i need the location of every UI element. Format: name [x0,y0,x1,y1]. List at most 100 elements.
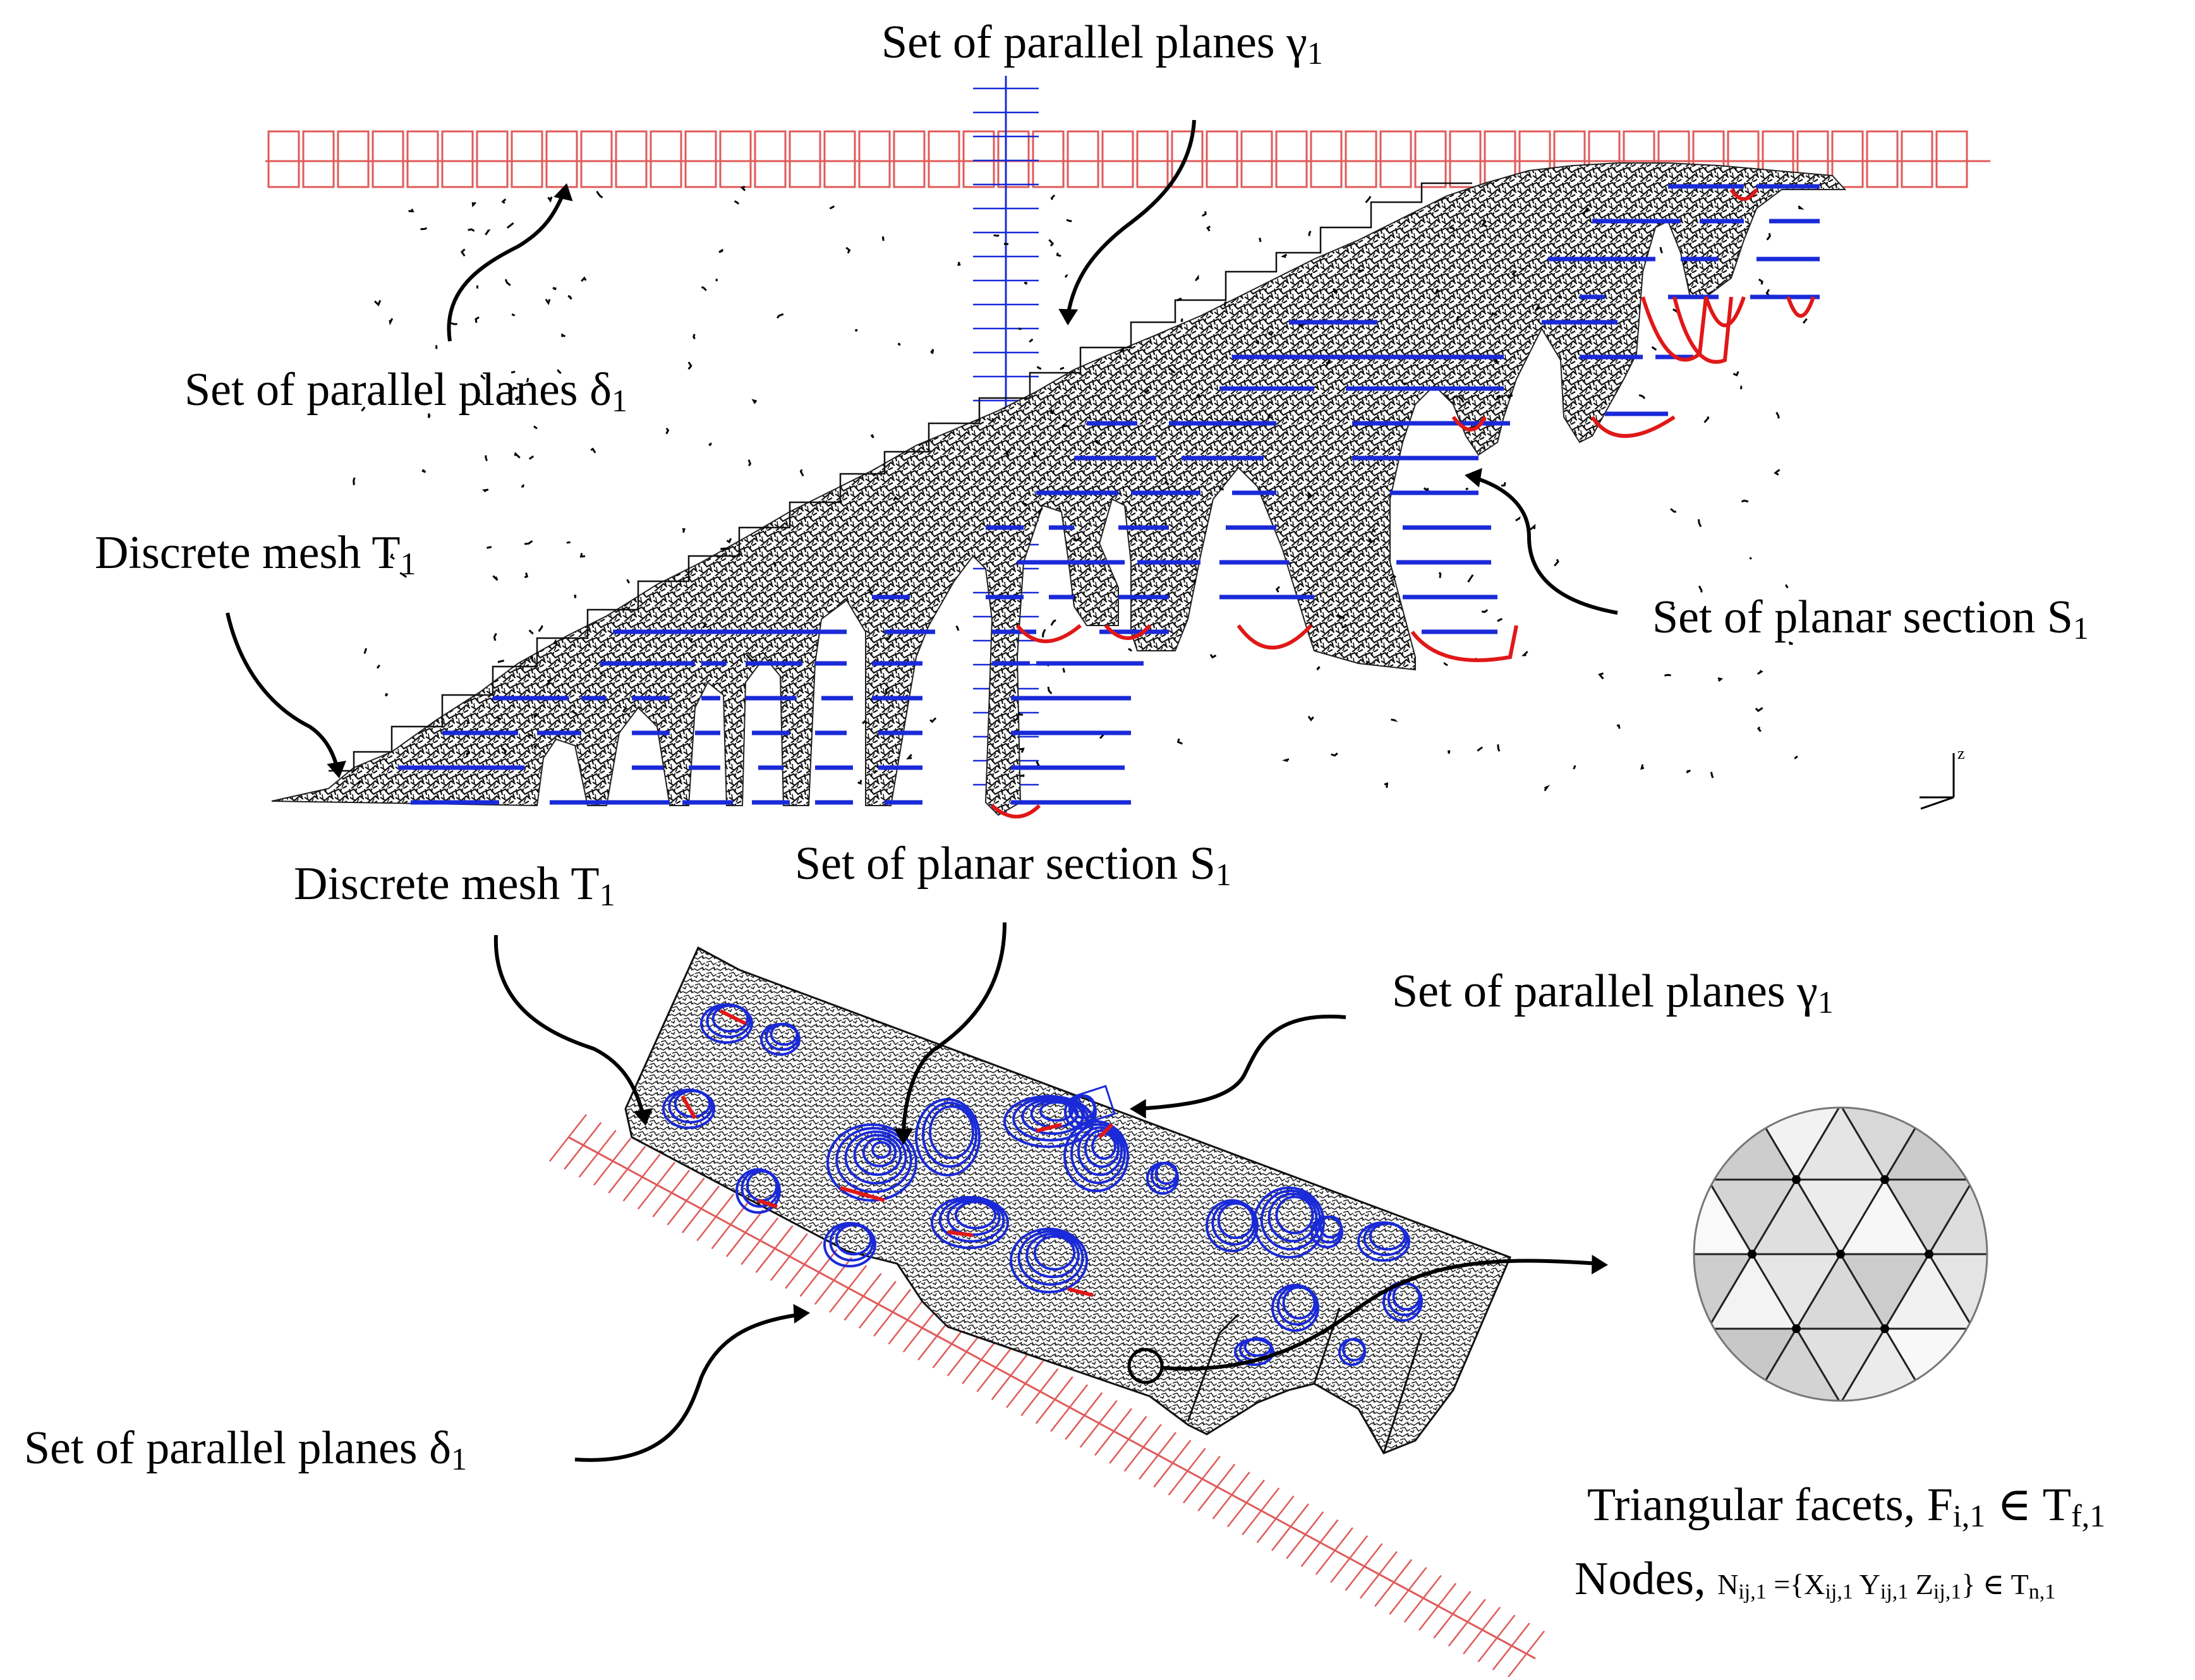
label-top-gamma: Set of parallel planes γ1 [881,19,1323,69]
mesh-speck [931,349,933,354]
mesh-speck [1285,759,1289,761]
mesh-speck [1804,319,1807,323]
delta-plane-tick [1419,1583,1456,1630]
delta-plane-box [1832,131,1863,187]
mesh-speck [546,299,550,303]
label-triangular-facets: Triangular facets, Fi,1 ∈ Tf,1 [1587,1482,2105,1532]
mesh-speck [1063,668,1065,672]
facet-triangle [2062,1030,2150,1105]
facet-triangle [1841,1403,1929,1478]
mesh-speck [487,547,492,548]
axis-triad [1920,753,1954,809]
mesh-speck [529,630,533,633]
mesh-speck [386,693,388,696]
delta-plane-tick [1272,1504,1309,1550]
mesh-speck [507,223,514,228]
mesh-speck [529,456,533,459]
mesh-speck [667,428,668,434]
facet-zoom-detail [1575,1030,2150,1478]
delta-plane-tick [1375,1559,1412,1606]
arrow-top-delta [449,190,565,341]
mesh-speck [476,286,477,289]
mesh-speck [422,469,426,472]
mesh-speck [1048,687,1051,694]
mesh-speck [1309,716,1314,720]
mesh-speck [493,576,497,580]
delta-plane-tick [1139,1432,1176,1479]
delta-plane-box [1068,131,1098,187]
delta-plane-box [998,131,1029,187]
mesh-speck [1639,395,1645,398]
mesh-speck [1733,372,1738,375]
delta-plane-tick [608,1146,645,1193]
facet-triangle [1973,1329,2062,1403]
mesh-speck [1207,226,1210,231]
mesh-speck [871,435,873,438]
mesh-speck [1331,753,1338,756]
arrow-bottom-gamma [1137,1017,1346,1109]
mesh-speck [1758,671,1762,674]
arrow-bottom-delta-head [794,1304,810,1324]
mesh-speck [1439,572,1441,577]
delta-plane-tick [1463,1607,1500,1654]
delta-plane-box [1311,131,1341,187]
mesh-speck [1063,425,1067,426]
mesh-speck [689,362,691,369]
delta-plane-tick [992,1353,1029,1399]
mesh-speck [1756,708,1763,711]
mesh-speck [567,542,570,543]
delta-plane-tick [624,1154,660,1201]
mesh-speck [1049,239,1053,246]
delta-plane-tick [977,1345,1013,1392]
mesh-speck [1211,655,1216,658]
delta-plane-tick [638,1162,675,1209]
facet-node [1792,1324,1801,1333]
delta-plane-tick [1154,1441,1190,1487]
mesh-speck [1524,651,1528,655]
mesh-speck [1037,366,1041,369]
label-bottom-mesh: Discrete mesh T1 [294,861,615,910]
mesh-speck [1767,233,1770,240]
mesh-speck [476,317,479,323]
delta-plane-tick [785,1242,822,1288]
mesh-speck [591,449,595,453]
mesh-speck [467,722,469,724]
mesh-speck [1711,772,1712,778]
section-arc [1238,625,1311,648]
mesh-speck [498,661,504,662]
facet-node [1880,1324,1889,1333]
mesh-speck [957,626,958,631]
mesh-speck [930,718,936,722]
mesh-speck [1741,387,1742,389]
delta-plane-box [686,131,716,187]
delta-plane-tick [1478,1615,1515,1662]
facet-triangle [1929,1403,2017,1478]
delta-plane-tick [859,1281,896,1328]
mesh-speck [1775,469,1780,474]
mesh-speck [1060,368,1064,369]
delta-plane-tick [1110,1417,1146,1463]
delta-plane-tick [815,1257,852,1304]
facet-triangle [2062,1254,2150,1329]
delta-plane-box [964,131,994,187]
delta-plane-box [790,131,820,187]
mesh-speck [1501,482,1505,485]
mesh-speck [1492,313,1496,315]
mesh-speck [553,288,556,289]
mesh-speck [846,248,849,253]
facet-triangle [1885,1403,1973,1478]
facet-triangle [2017,1030,2106,1105]
delta-plane-box [1033,131,1063,187]
facet-triangle [1619,1105,1708,1180]
mesh-speck [1698,519,1701,527]
facet-triangle [2017,1329,2106,1403]
arrow-top-section-head [1465,468,1482,488]
delta-plane-tick [1360,1552,1397,1598]
mesh-speck [1750,558,1751,559]
delta-plane-tick [1331,1536,1367,1583]
section-arc [1592,417,1674,436]
label-bottom-gamma: Set of parallel planes γ1 [1392,968,1834,1018]
mesh-speck [1554,559,1558,565]
facet-triangle [1973,1030,2062,1105]
facet-triangle [1619,1030,1708,1105]
